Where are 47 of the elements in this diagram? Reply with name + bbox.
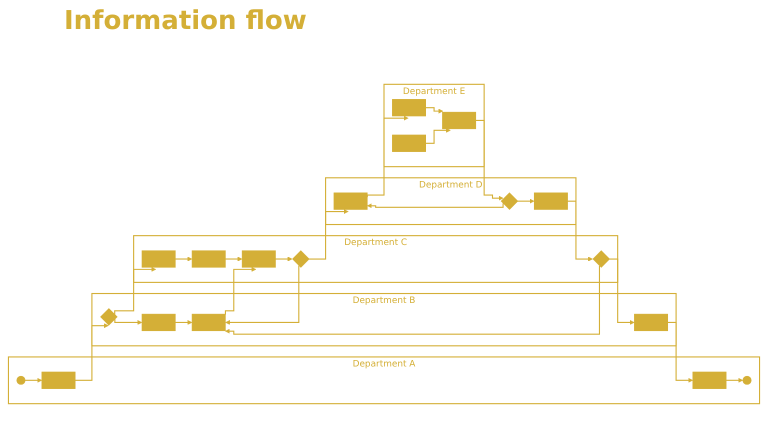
node-diamond <box>592 250 610 268</box>
node-box <box>692 372 726 389</box>
diagram-title: Information flow <box>64 6 307 36</box>
cluster: Department C <box>133 235 618 283</box>
arrow <box>425 107 444 114</box>
node-box <box>192 250 226 268</box>
node-box <box>392 99 426 116</box>
node-box <box>42 372 76 389</box>
node-circle <box>16 376 26 385</box>
node-box <box>534 192 568 210</box>
node-diamond <box>292 250 310 268</box>
node-diamond <box>100 308 118 326</box>
node-diamond <box>500 192 518 210</box>
arrow <box>114 318 142 325</box>
node-box <box>242 250 276 268</box>
arrow <box>224 266 256 315</box>
arrow <box>726 378 744 383</box>
arrow <box>224 256 242 262</box>
node-box <box>142 250 176 268</box>
node-box <box>634 314 668 332</box>
cluster: Department E <box>383 84 485 168</box>
node-box <box>192 314 226 332</box>
arrow <box>225 266 600 335</box>
arrow <box>114 266 156 315</box>
arrow <box>366 116 408 198</box>
arrow <box>174 256 192 262</box>
cluster: Department A <box>8 356 760 404</box>
node-box <box>392 134 426 152</box>
node-box <box>142 314 176 332</box>
cluster: Department D <box>325 177 576 226</box>
cluster: Department B <box>91 292 677 346</box>
node-box <box>442 112 476 130</box>
arrow <box>174 320 192 325</box>
node-box <box>334 192 368 210</box>
arrow <box>567 200 593 262</box>
arrow <box>225 266 300 325</box>
arrow <box>516 198 534 204</box>
arrow <box>475 120 504 201</box>
arrow <box>74 323 109 381</box>
arrow <box>308 209 349 260</box>
arrow <box>274 256 292 262</box>
arrow <box>425 128 451 144</box>
arrow <box>667 322 693 383</box>
node-circle <box>742 376 752 385</box>
arrow <box>367 203 504 208</box>
arrow <box>608 258 635 325</box>
arrow <box>24 378 42 383</box>
